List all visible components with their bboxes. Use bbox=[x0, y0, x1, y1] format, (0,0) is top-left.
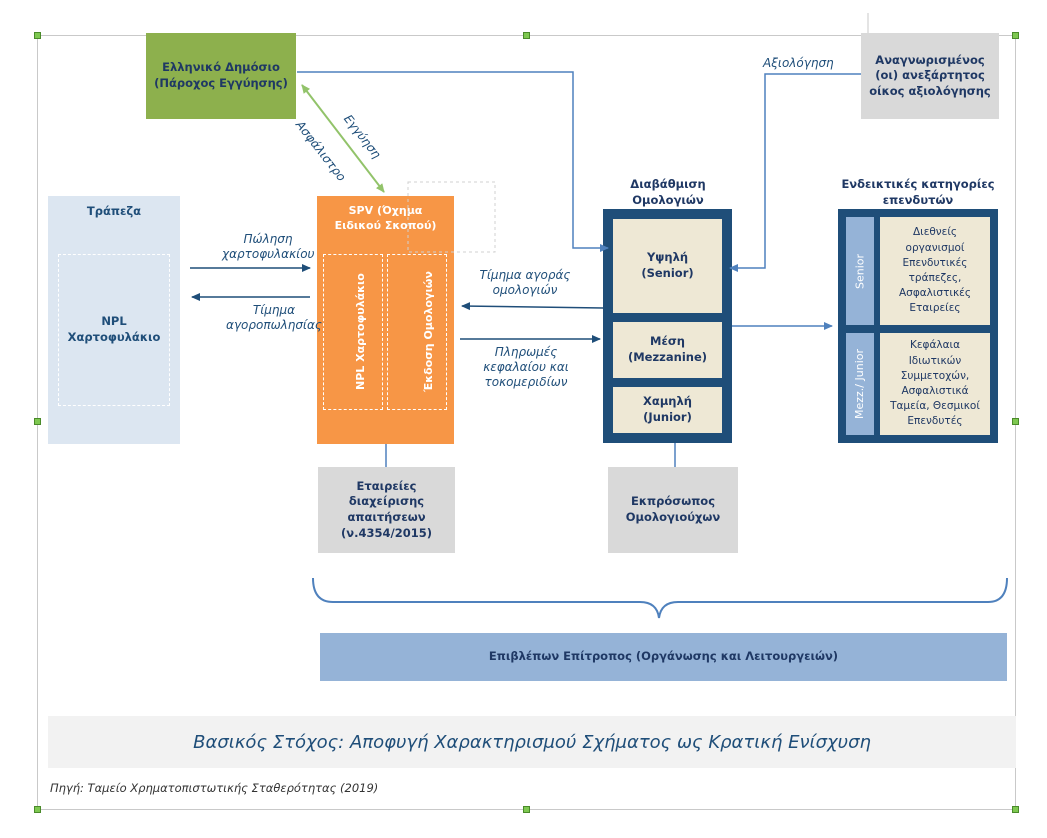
resize-handle-bottom-right[interactable] bbox=[1012, 806, 1019, 813]
rating-agency-box: Αναγνωρισμένος (οι) ανεξάρτητος οίκος αξ… bbox=[861, 33, 999, 119]
investors-senior-text: Διεθνείς οργανισμοί Επενδυτικές τράπεζες… bbox=[880, 217, 990, 325]
label-sale-price: Τίμημα αγοροπωλησίας bbox=[222, 303, 326, 333]
resize-handle-middle-right[interactable] bbox=[1012, 418, 1019, 425]
arrow-state-to-senior bbox=[297, 71, 609, 252]
spv-bond-issue-box: Έκδοση Ομολογιών bbox=[387, 254, 447, 410]
bank-title: Τράπεζα bbox=[86, 204, 142, 218]
label-portfolio-sale-text: Πώληση χαρτοφυλακίου bbox=[222, 232, 315, 261]
ghost-selection bbox=[407, 181, 496, 253]
label-payments-text: Πληρωμές κεφαλαίου και τοκομεριδίων bbox=[483, 345, 569, 389]
npl-portfolio-box: NPL Χαρτοφυλάκιο bbox=[58, 254, 170, 406]
arrow-rating bbox=[729, 73, 861, 272]
supervisor-box: Επιβλέπων Επίτροπος (Οργάνωσης και Λειτο… bbox=[320, 633, 1007, 681]
spv-npl-box: NPL Χαρτοφυλάκιο bbox=[323, 254, 383, 410]
label-payments: Πληρωμές κεφαλαίου και τοκομεριδίων bbox=[480, 345, 572, 390]
tranche-mezzanine-label: Μέση (Mezzanine) bbox=[627, 334, 708, 364]
resize-handle-bottom-center[interactable] bbox=[523, 806, 530, 813]
investors-junior-tag: Mezz./ Junior bbox=[846, 333, 874, 435]
investors-senior-tag: Senior bbox=[846, 217, 874, 325]
spv-title: SPV (Όχημα Ειδικού Σκοπού) bbox=[334, 204, 437, 232]
resize-handle-top-left[interactable] bbox=[34, 32, 41, 39]
supervisor-label: Επιβλέπων Επίτροπος (Οργάνωσης και Λειτο… bbox=[488, 649, 839, 664]
tranche-mezzanine-box: Μέση (Mezzanine) bbox=[613, 322, 722, 378]
bond-tranching-box: Υψηλή (Senior) Μέση (Mezzanine) Χαμηλή (… bbox=[603, 209, 732, 443]
label-bond-purchase-text: Τίμημα αγοράς ομολογιών bbox=[479, 268, 571, 297]
bank-box: Τράπεζα NPL Χαρτοφυλάκιο bbox=[48, 196, 180, 444]
rating-agency-label: Αναγνωρισμένος (οι) ανεξάρτητος οίκος αξ… bbox=[869, 52, 991, 98]
main-goal-text: Βασικός Στόχος: Αποφυγή Χαρακτηρισμού Σχ… bbox=[193, 731, 871, 753]
arrow-bond-purchase bbox=[461, 302, 604, 311]
label-bond-purchase: Τίμημα αγοράς ομολογιών bbox=[470, 268, 580, 298]
tranche-junior-label: Χαμηλή (Junior) bbox=[643, 394, 692, 424]
arrow-guarantee bbox=[301, 84, 385, 193]
resize-handle-top-right[interactable] bbox=[1012, 32, 1019, 39]
greek-state-box: Ελληνικό Δημόσιο (Πάροχος Εγγύησης) bbox=[146, 33, 296, 119]
servicers-label: Εταιρείες διαχείρισης απαιτήσεων (ν.4354… bbox=[341, 478, 432, 540]
label-portfolio-sale: Πώληση χαρτοφυλακίου bbox=[222, 232, 314, 262]
investors-title: Ενδεικτικές κατηγορίες επενδυτών bbox=[841, 177, 995, 207]
bondholders-rep-box: Εκπρόσωπος Ομολογιούχων bbox=[608, 467, 738, 553]
investors-box: Senior Διεθνείς οργανισμοί Επενδυτικές τ… bbox=[838, 209, 998, 443]
source-note: Πηγή: Ταμείο Χρηματοπιστωτικής Σταθερότη… bbox=[50, 781, 379, 795]
bondholders-rep-label: Εκπρόσωπος Ομολογιούχων bbox=[625, 494, 721, 524]
resize-handle-bottom-left[interactable] bbox=[34, 806, 41, 813]
investors-junior-text: Κεφάλαια Ιδιωτικών Συμμετοχών, Ασφαλιστι… bbox=[880, 333, 990, 435]
resize-handle-middle-left[interactable] bbox=[34, 418, 41, 425]
curly-brace bbox=[312, 577, 1008, 619]
tranche-senior-label: Υψηλή (Senior) bbox=[641, 250, 694, 280]
servicers-box: Εταιρείες διαχείρισης απαιτήσεων (ν.4354… bbox=[318, 467, 455, 553]
resize-handle-top-center[interactable] bbox=[523, 32, 530, 39]
label-rating: Αξιολόγηση bbox=[763, 56, 834, 70]
label-sale-price-text: Τίμημα αγοροπωλησίας bbox=[226, 303, 322, 332]
tranche-junior-box: Χαμηλή (Junior) bbox=[613, 387, 722, 433]
main-goal-banner: Βασικός Στόχος: Αποφυγή Χαρακτηρισμού Σχ… bbox=[48, 716, 1016, 768]
greek-state-label: Ελληνικό Δημόσιο (Πάροχος Εγγύησης) bbox=[154, 60, 288, 90]
bond-tranching-title: Διαβάθμιση Ομολογιών bbox=[630, 177, 706, 207]
spv-box: SPV (Όχημα Ειδικού Σκοπού) NPL Χαρτοφυλά… bbox=[317, 196, 454, 444]
npl-portfolio-label: NPL Χαρτοφυλάκιο bbox=[67, 314, 161, 344]
tranche-senior-box: Υψηλή (Senior) bbox=[613, 219, 722, 313]
